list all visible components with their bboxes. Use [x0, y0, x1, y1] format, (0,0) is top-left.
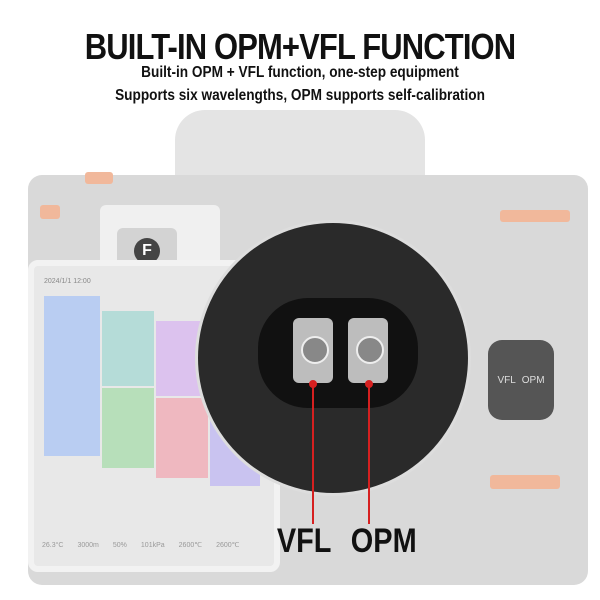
opm-label: OPM	[350, 522, 417, 560]
status-heat-2: 2600℃	[216, 542, 240, 549]
opm-port	[348, 318, 388, 383]
screen-date: 2024/1/1 12:00	[44, 278, 91, 285]
status-altitude: 3000m	[77, 541, 99, 549]
vfl-pointer-line	[312, 384, 314, 524]
subtitle-line-1: Built-in OPM + VFL function, one-step eq…	[141, 64, 459, 81]
side-port-cover: VFL OPM	[488, 340, 554, 420]
side-vfl-label: VFL	[497, 374, 516, 386]
opm-pointer-line	[368, 384, 370, 524]
port-closeup	[195, 220, 471, 496]
orange-bumper	[40, 205, 60, 219]
tile-settings[interactable]	[102, 311, 154, 386]
orange-bumper	[490, 475, 560, 489]
opm-connector-icon	[356, 336, 384, 364]
port-plate	[258, 298, 418, 408]
vfl-port	[293, 318, 333, 383]
tile-records[interactable]	[102, 388, 154, 468]
orange-bumper	[500, 210, 570, 222]
logo-icon: F	[134, 237, 160, 264]
tile-splice[interactable]	[44, 296, 100, 456]
subtitle-line-2: Supports six wavelengths, OPM supports s…	[115, 87, 485, 104]
status-heat-1: 2600℃	[178, 542, 203, 549]
page-title: BUILT-IN OPM+VFL FUNCTION	[84, 26, 516, 67]
status-temp: 26.3°C	[42, 541, 64, 549]
status-humidity: 50%	[112, 541, 127, 549]
tile-user[interactable]	[156, 398, 208, 478]
vfl-connector-icon	[301, 336, 329, 364]
status-pressure: 101kPa	[140, 541, 165, 549]
orange-button	[85, 172, 113, 184]
vfl-label: VFL	[276, 522, 332, 560]
side-opm-label: OPM	[521, 374, 545, 386]
status-bar: 26.3°C 3000m 50% 101kPa 2600℃ 2600℃	[34, 524, 282, 566]
